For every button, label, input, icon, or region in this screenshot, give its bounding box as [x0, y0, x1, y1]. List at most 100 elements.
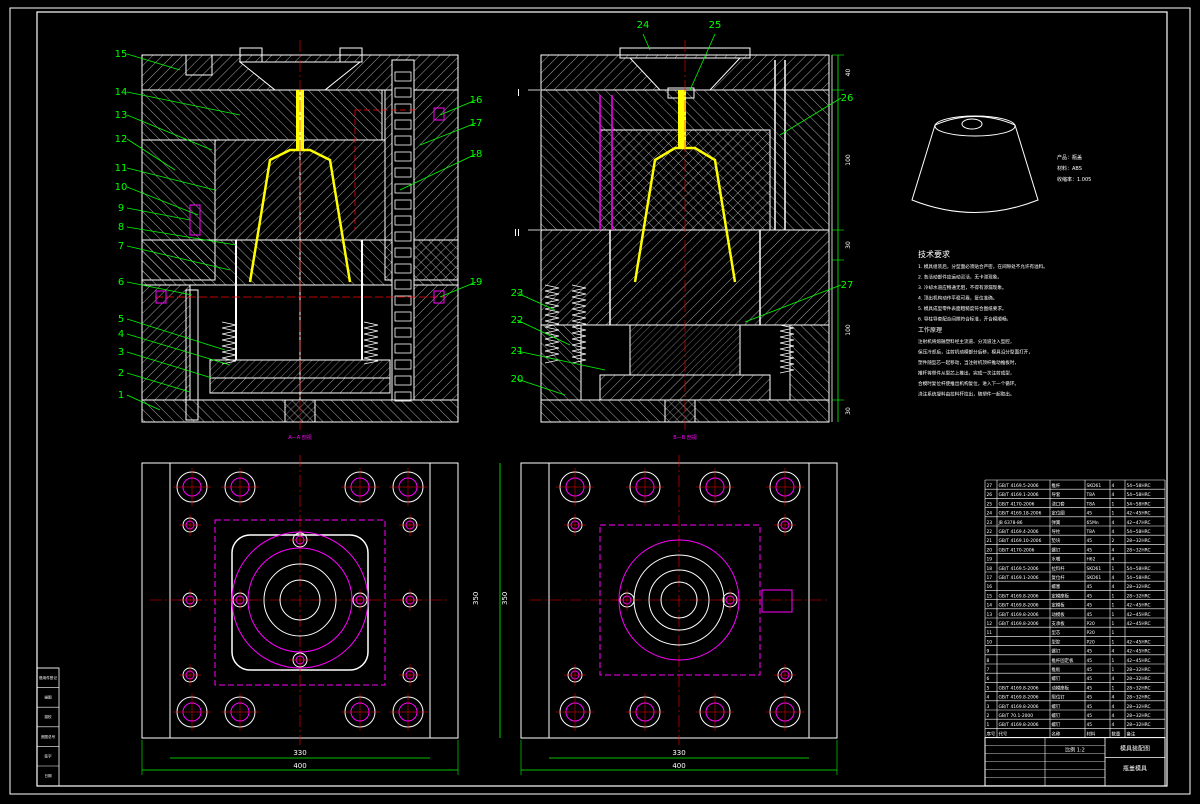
balloon-4: 4 [118, 329, 124, 340]
tech-req-line: 2. 各活动部件应运动灵活，无卡滞现象。 [918, 274, 1002, 281]
bom-cell: GB/T 4169.8-2006 [999, 621, 1039, 627]
work-line: 浇注系统凝料由拉料杆拉出，随塑件一起取出。 [918, 391, 1014, 398]
balloon-6: 6 [118, 277, 124, 288]
work-line: 塑件随型芯一起移动，当注射机顶杆推动推板时， [918, 359, 1019, 366]
leader-line-7 [126, 245, 231, 271]
balloon-8: 8 [118, 222, 124, 233]
bom-cell: 3 [987, 704, 990, 710]
bom-cell: P20 [1087, 639, 1095, 645]
leader-line-12 [126, 138, 176, 171]
work-line: 保压冷却后，注射机动模部分后移，模具沿分型面打开， [918, 349, 1033, 356]
bom-cell: 28~32HRC [1127, 593, 1151, 599]
bom-cell: 拉料杆 [1052, 565, 1066, 572]
spring [363, 321, 379, 365]
dim-right-inner: 330 [672, 749, 685, 757]
bom-cell: 45 [1087, 547, 1093, 553]
bom-cell: 1 [987, 722, 990, 728]
balloon-17: 17 [470, 118, 483, 129]
leader-line-2 [126, 372, 191, 393]
bom-cell: 推杆固定板 [1052, 657, 1075, 664]
scale-label: 比例 1:2 [1065, 747, 1085, 754]
section-mark-2: II [514, 228, 520, 239]
outer-frame [9, 7, 1191, 795]
bom-cell: 推杆 [1052, 482, 1061, 489]
balloon-26: 26 [841, 93, 854, 104]
tech-req-title: 技术要求 [918, 249, 950, 259]
ladder-slot [394, 391, 412, 402]
bom-cell: 材料 [1087, 730, 1096, 737]
ladder-slot [394, 247, 412, 258]
leader-line-17 [419, 122, 477, 146]
dim-text-0: 40 [845, 69, 852, 77]
bom-cell: 螺钉 [1052, 703, 1061, 710]
bom-cell: T8A [1086, 501, 1095, 507]
bom-cell: 45 [1087, 538, 1093, 544]
bom-cell: 45 [1087, 584, 1093, 590]
bom-cell: 28~32HRC [1127, 713, 1151, 719]
balloon-11: 11 [115, 163, 128, 174]
balloon-21: 21 [511, 346, 524, 357]
bom-cell: 42~45HRC [1127, 612, 1151, 618]
plan-view-right [520, 455, 838, 745]
ladder-slot [394, 375, 412, 386]
ladder-slot [394, 87, 412, 98]
bom-cell: 54~58HRC [1127, 483, 1151, 489]
bom-cell: 45 [1087, 593, 1093, 599]
core-ring [279, 579, 321, 621]
leader-line-27 [744, 284, 842, 323]
balloon-9: 9 [118, 203, 124, 214]
inner-frame [36, 11, 1168, 787]
bom-cell: 42~45HRC [1127, 621, 1151, 627]
bom-cell: 4 [1112, 547, 1115, 553]
balloon-23: 23 [511, 288, 524, 299]
bom-cell: SKD61 [1087, 575, 1102, 581]
bom-cell: GB/T 4170-2006 [999, 547, 1035, 553]
work-line: 注射机将熔融塑料经主流道、分流道注入型腔， [918, 338, 1014, 345]
bom-cell: T8A [1086, 529, 1095, 535]
view-label-right: B—B 剖视 [673, 434, 696, 441]
bom-cell: 1 [1112, 566, 1115, 572]
bom-cell: 型芯 [1052, 629, 1061, 636]
balloon-2: 2 [118, 368, 124, 379]
bom-cell: 45 [1087, 685, 1093, 691]
bom-cell: 代号 [999, 730, 1008, 737]
bom-cell: GB/T 4169.8-2006 [999, 695, 1039, 701]
leader-line-20 [516, 378, 566, 396]
bom-cell: 4 [1112, 492, 1115, 498]
bom-cell: 28~32HRC [1127, 685, 1151, 691]
ladder-slot [394, 343, 412, 354]
ladder-slot [394, 103, 412, 114]
dim-text-4: 30 [845, 407, 852, 415]
bom-cell: 42~45HRC [1127, 639, 1151, 645]
bom-cell: GB/T 4169.8-2006 [999, 612, 1039, 618]
bom-cell: 45 [1087, 667, 1093, 673]
bom-cell: 1 [1112, 658, 1115, 664]
bom-cell: 1 [1112, 685, 1115, 691]
bom-cell: 动模座板 [1052, 684, 1070, 691]
bom-cell: 1 [1112, 511, 1115, 517]
view-label-left: A—A 剖视 [288, 434, 311, 441]
bom-cell: 28~32HRC [1127, 676, 1151, 682]
bom-cell: 4 [1112, 520, 1115, 526]
ladder-slot [394, 167, 412, 178]
plan-view-left [141, 455, 459, 745]
work-title: 工作原理 [918, 326, 942, 334]
bom-cell: GB/T 4169.5-2006 [999, 483, 1039, 489]
bom-cell: 45 [1087, 722, 1093, 728]
bom-cell: 数量 [1112, 730, 1121, 737]
bom-cell: 28~32HRC [1127, 547, 1151, 553]
bom-cell: GB/T 4169.10-2006 [999, 538, 1042, 544]
balloon-25: 25 [709, 20, 722, 31]
bom-cell: 2 [1112, 538, 1115, 544]
bom-cell: 45 [1087, 658, 1093, 664]
balloon-5: 5 [118, 314, 124, 325]
strip-cell: 描图 [44, 695, 52, 700]
bom-cell: 4 [1112, 713, 1115, 719]
bom-cell: 54~58HRC [1127, 529, 1151, 535]
bom-cell: 定位圈 [1052, 510, 1066, 517]
bom-cell: 8 [987, 658, 990, 664]
strip-cell: 底图总号 [41, 734, 56, 739]
